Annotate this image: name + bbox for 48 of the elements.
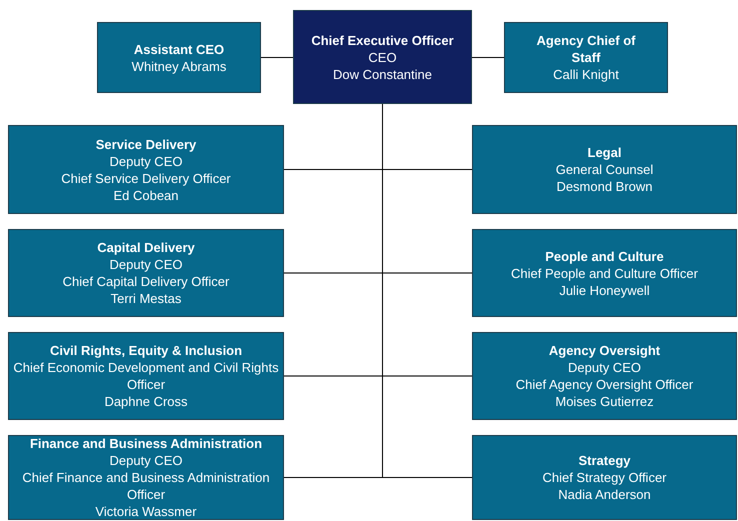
role-text: Deputy CEO — [568, 359, 641, 376]
org-box — [8, 435, 284, 520]
role-text: Chief Service Delivery Officer — [61, 170, 231, 186]
role-text: General Counsel — [556, 161, 654, 178]
connector-line — [472, 57, 504, 58]
role-text: Chief Economic Development and Civil Rights Officer — [13, 359, 279, 393]
org-box — [8, 229, 284, 317]
role-text: Moises Gutierrez — [555, 393, 654, 410]
unit-title: Legal — [588, 144, 622, 161]
org-box — [472, 229, 737, 317]
role-text: Whitney Abrams — [132, 58, 226, 74]
unit-title: Service Delivery — [96, 136, 196, 152]
org-box — [472, 435, 737, 520]
role-text: Deputy CEO — [110, 452, 182, 469]
role-text: Victoria Wassmer — [95, 503, 197, 520]
role-text: Calli Knight — [553, 66, 619, 83]
role-text: Chief Strategy Officer — [542, 469, 667, 486]
connector-line — [260, 57, 294, 58]
unit-title: People and Culture — [545, 248, 664, 264]
role-text: Daphne Cross — [104, 393, 188, 410]
role-text: Dow Constantine — [333, 66, 432, 82]
unit-title: Chief Executive Officer — [311, 32, 454, 48]
unit-title: Civil Rights, Equity & Inclusion — [50, 342, 242, 359]
unit-title: Capital Delivery — [97, 239, 195, 256]
org-box — [472, 125, 737, 214]
role-text: Desmond Brown — [556, 178, 653, 195]
org-box — [8, 125, 284, 214]
unit-title: Agency Chief of Staff — [536, 32, 636, 66]
role-text: Chief Finance and Business Administration Officer — [21, 469, 271, 503]
unit-title: Agency Oversight — [548, 342, 660, 359]
role-text: Ed Cobean — [113, 186, 179, 204]
org-box — [472, 332, 737, 420]
role-text: CEO — [368, 48, 397, 66]
org-box — [97, 22, 261, 93]
role-text: Deputy CEO — [110, 152, 182, 170]
unit-title: Finance and Business Administration — [30, 435, 262, 452]
org-box — [504, 22, 668, 93]
role-text: Chief People and Culture Officer — [511, 264, 698, 282]
role-text: Chief Capital Delivery Officer — [62, 273, 230, 290]
role-text: Chief Agency Oversight Officer — [516, 376, 694, 393]
org-box — [293, 10, 472, 104]
role-text: Nadia Anderson — [558, 486, 651, 503]
role-text: Terri Mestas — [110, 290, 182, 307]
role-text: Deputy CEO — [110, 256, 182, 273]
org-box — [8, 332, 284, 420]
unit-title: Assistant CEO — [134, 40, 224, 58]
unit-title: Strategy — [578, 452, 631, 469]
role-text: Julie Honeywell — [559, 282, 650, 298]
